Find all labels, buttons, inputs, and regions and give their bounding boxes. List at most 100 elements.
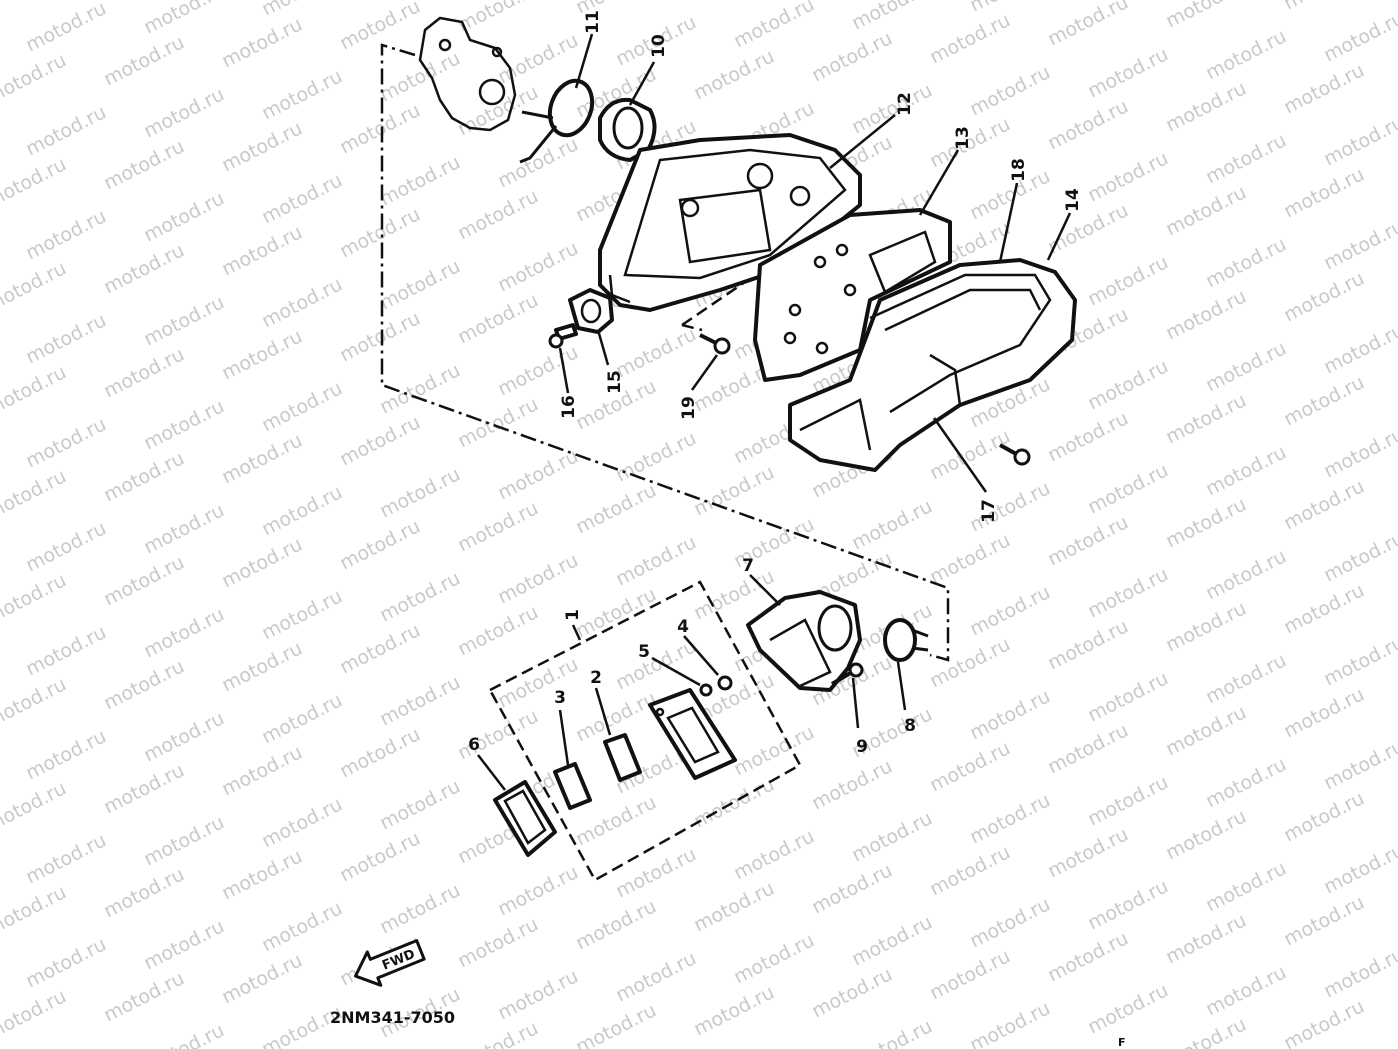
watermark-text: motod.ru xyxy=(100,135,188,194)
watermark-text: motod.ru xyxy=(1162,805,1250,864)
callout-19: 19 xyxy=(679,396,699,420)
watermark-text: motod.ru xyxy=(100,343,188,402)
watermark-text: motod.ru xyxy=(1320,735,1398,794)
watermark-text: motod.ru xyxy=(1084,251,1172,310)
watermark-text: motod.ru xyxy=(218,13,306,72)
watermark-text: motod.ru xyxy=(966,0,1054,16)
watermark-text: motod.ru xyxy=(258,481,346,540)
bolt-9-part xyxy=(830,662,864,686)
screw-4-part xyxy=(717,675,733,691)
air-cleaner-cover-part xyxy=(788,258,1077,472)
callout-15: 15 xyxy=(605,370,625,394)
screw-19-part xyxy=(699,333,731,355)
watermark-text: motod.ru xyxy=(1162,909,1250,968)
watermark-text: motod.ru xyxy=(140,915,228,974)
watermark-text: motod.ru xyxy=(926,425,1014,484)
watermark-text: motod.ru xyxy=(376,463,464,522)
watermark-text: motod.ru xyxy=(258,689,346,748)
watermark-text: motod.ru xyxy=(808,859,896,918)
screw-16-part xyxy=(548,323,578,349)
watermark-text: motod.ru xyxy=(1202,337,1290,396)
watermark-text: motod.ru xyxy=(454,81,542,140)
watermark-text: motod.ru xyxy=(140,603,228,662)
watermark-text: motod.ru xyxy=(218,741,306,800)
watermark-text: motod.ru xyxy=(494,965,582,1024)
watermark-text: motod.ru xyxy=(336,99,424,158)
watermark-text: motod.ru xyxy=(258,793,346,852)
watermark-text: motod.ru xyxy=(1084,147,1172,206)
watermark-text: motod.ru xyxy=(1280,891,1368,950)
watermark-text: motod.ru xyxy=(258,585,346,644)
watermark-text: motod.ru xyxy=(258,0,346,20)
watermark-text: motod.ru xyxy=(808,755,896,814)
watermark-text: motod.ru xyxy=(376,567,464,626)
watermark-text: motod.ru xyxy=(1084,771,1172,830)
callout-7: 7 xyxy=(742,556,754,576)
watermark-text: motod.ru xyxy=(218,221,306,280)
watermark-text: motod.ru xyxy=(22,205,110,264)
watermark-text: motod.ru xyxy=(1044,615,1132,674)
watermark-text: motod.ru xyxy=(100,967,188,1026)
watermark-text: motod.ru xyxy=(140,707,228,766)
watermark-text: motod.ru xyxy=(454,0,542,36)
watermark-text: motod.ru xyxy=(1162,493,1250,552)
watermark-text: motod.ru xyxy=(218,949,306,1008)
screw-17-part xyxy=(999,443,1031,466)
watermark-text: motod.ru xyxy=(258,273,346,332)
reed-part xyxy=(603,733,642,782)
watermark-text: motod.ru xyxy=(494,445,582,504)
watermark-text: motod.ru xyxy=(140,291,228,350)
watermark-text: motod.ru xyxy=(336,723,424,782)
watermark-text: motod.ru xyxy=(336,307,424,366)
watermark-text: motod.ru xyxy=(258,169,346,228)
watermark-text: motod.ru xyxy=(258,897,346,956)
watermark-text: motod.ru xyxy=(1162,77,1250,136)
watermark-text: motod.ru xyxy=(100,31,188,90)
watermark-text: motod.ru xyxy=(376,255,464,314)
watermark-text: motod.ru xyxy=(730,929,818,988)
watermark-text: motod.ru xyxy=(1044,719,1132,778)
watermark-text: motod.ru xyxy=(454,601,542,660)
watermark-text: motod.ru xyxy=(1202,545,1290,604)
watermark-text: motod.ru xyxy=(1202,857,1290,916)
watermark-text: motod.ru xyxy=(1280,995,1368,1049)
joint-collar-part xyxy=(598,97,657,162)
watermark-text: motod.ru xyxy=(848,0,936,34)
watermark-text: motod.ru xyxy=(22,413,110,472)
callout-17: 17 xyxy=(979,499,999,523)
watermark-text: motod.ru xyxy=(690,773,778,832)
watermark-text: motod.ru xyxy=(100,759,188,818)
watermark-text: motod.ru xyxy=(1320,7,1398,66)
callout-10: 10 xyxy=(649,34,669,58)
watermark-text: motod.ru xyxy=(1280,0,1368,14)
watermark-text: motod.ru xyxy=(848,1015,936,1049)
watermark-text: motod.ru xyxy=(966,789,1054,848)
callout-13: 13 xyxy=(953,126,973,150)
callout-12: 12 xyxy=(895,92,915,116)
watermark-text: motod.ru xyxy=(454,497,542,556)
callout-1: 1 xyxy=(563,609,583,621)
watermark-text: motod.ru xyxy=(730,721,818,780)
watermark-text: motod.ru xyxy=(926,9,1014,68)
watermark-text: motod.ru xyxy=(218,325,306,384)
watermark-text: motod.ru xyxy=(808,963,896,1022)
watermark-text: motod.ru xyxy=(1202,129,1290,188)
watermark-text: motod.ru xyxy=(926,737,1014,796)
watermark-text: motod.ru xyxy=(494,133,582,192)
watermark-text: motod.ru xyxy=(0,777,70,836)
watermark-text: motod.ru xyxy=(336,515,424,574)
watermark-text: motod.ru xyxy=(336,411,424,470)
watermark-text: motod.ru xyxy=(1044,199,1132,258)
watermark-text: motod.ru xyxy=(926,633,1014,692)
o-ring-part xyxy=(519,78,595,164)
watermark-text: motod.ru xyxy=(22,829,110,888)
watermark-text: motod.ru xyxy=(100,863,188,922)
watermark-text: motod.ru xyxy=(1044,95,1132,154)
watermark-text: motod.ru xyxy=(336,203,424,262)
watermark-text: motod.ru xyxy=(572,479,660,538)
callout-11: 11 xyxy=(583,10,603,34)
watermark-text: motod.ru xyxy=(612,531,700,590)
watermark-text: motod.ru xyxy=(22,101,110,160)
watermark-text: motod.ru xyxy=(454,913,542,972)
callout-3: 3 xyxy=(554,688,566,708)
